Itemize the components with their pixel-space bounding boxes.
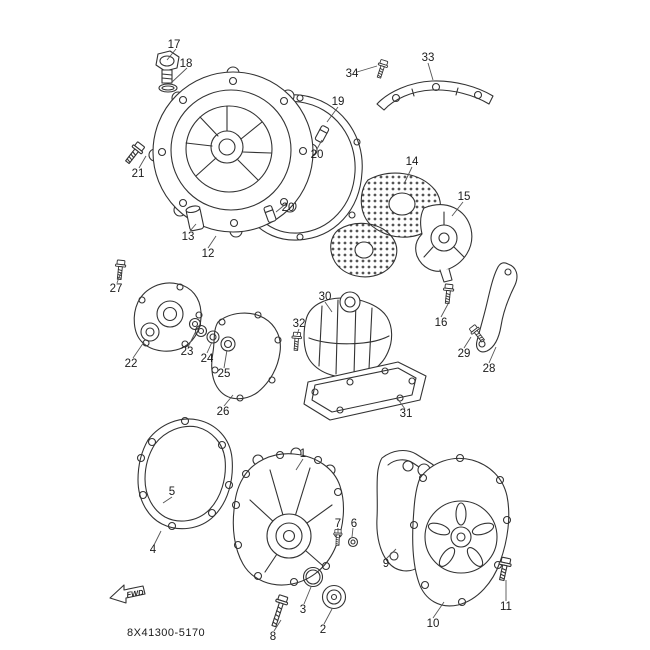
part-label-11: 11 (500, 601, 512, 613)
o-ring-24-drawing (206, 330, 220, 344)
o-ring-18-drawing (158, 83, 178, 93)
part-label-32: 32 (293, 318, 306, 330)
part-label-4: 4 (150, 544, 157, 556)
cover-15-drawing (415, 204, 473, 283)
o-ring-3-drawing (302, 566, 324, 588)
cover-22-drawing (133, 282, 203, 352)
collar-13-drawing (185, 205, 205, 232)
gasket-4-drawing (136, 416, 234, 531)
washer-6-drawing (347, 536, 359, 548)
cap-2-drawing (321, 584, 347, 610)
part-label-12: 12 (202, 248, 215, 260)
plate-31-drawing (303, 361, 427, 421)
washer-25-drawing (220, 336, 236, 352)
diagram-code: 8X41300-5170 (127, 627, 205, 639)
part-label-9: 9 (383, 558, 389, 570)
generator-cover-10-drawing (409, 453, 512, 607)
part-label-29: 29 (458, 348, 471, 360)
part-label-21: 21 (132, 168, 145, 180)
part-label-16: 16 (435, 317, 448, 329)
bracket-33-drawing (376, 80, 494, 111)
part-label-7: 7 (335, 518, 341, 530)
breather-cover-30-drawing (303, 291, 393, 378)
bolt-34-drawing (373, 58, 390, 80)
part-label-22: 22 (125, 358, 138, 370)
part-label-15: 15 (458, 191, 471, 203)
part-label-1: 1 (300, 448, 306, 460)
part-label-20a: 20 (311, 149, 324, 161)
part-label-5: 5 (169, 486, 175, 498)
part-label-19: 19 (332, 96, 345, 108)
part-label-33: 33 (422, 52, 435, 64)
dowel-pin-20a-drawing (314, 125, 330, 143)
dowel-pin-20b-drawing (263, 205, 277, 223)
part-label-24: 24 (201, 353, 214, 365)
part-label-31: 31 (400, 408, 413, 420)
part-label-2: 2 (320, 624, 326, 636)
part-label-14: 14 (406, 156, 419, 168)
bolt-32-drawing (290, 331, 303, 352)
part-label-18: 18 (180, 58, 193, 70)
gasket-26-drawing (211, 311, 282, 402)
part-label-6: 6 (351, 518, 357, 530)
clutch-cover-12-drawing (148, 66, 318, 238)
bolt-16-drawing (441, 283, 455, 305)
part-label-34: 34 (346, 68, 359, 80)
part-label-20b: 20 (282, 202, 295, 214)
part-label-30: 30 (319, 291, 332, 303)
part-label-27: 27 (110, 283, 123, 295)
part-label-26: 26 (217, 406, 230, 418)
leader-lines (116, 48, 507, 632)
fwd-label: FWD (126, 588, 145, 600)
fwd-arrow-icon (109, 584, 146, 604)
part-label-17: 17 (168, 39, 181, 51)
part-label-8: 8 (270, 631, 276, 643)
part-label-10: 10 (427, 618, 440, 630)
part-labels: 17 18 21 13 12 19 20 20 34 33 14 15 16 2… (110, 39, 512, 643)
part-label-13: 13 (182, 231, 195, 243)
part-label-23: 23 (181, 346, 194, 358)
part-label-3: 3 (300, 604, 306, 616)
bolt-27-drawing (113, 259, 127, 281)
crankcase-cover-1-drawing (231, 447, 345, 587)
plug-17-drawing (155, 50, 180, 84)
part-label-28: 28 (483, 363, 496, 375)
part-label-25: 25 (218, 368, 231, 380)
